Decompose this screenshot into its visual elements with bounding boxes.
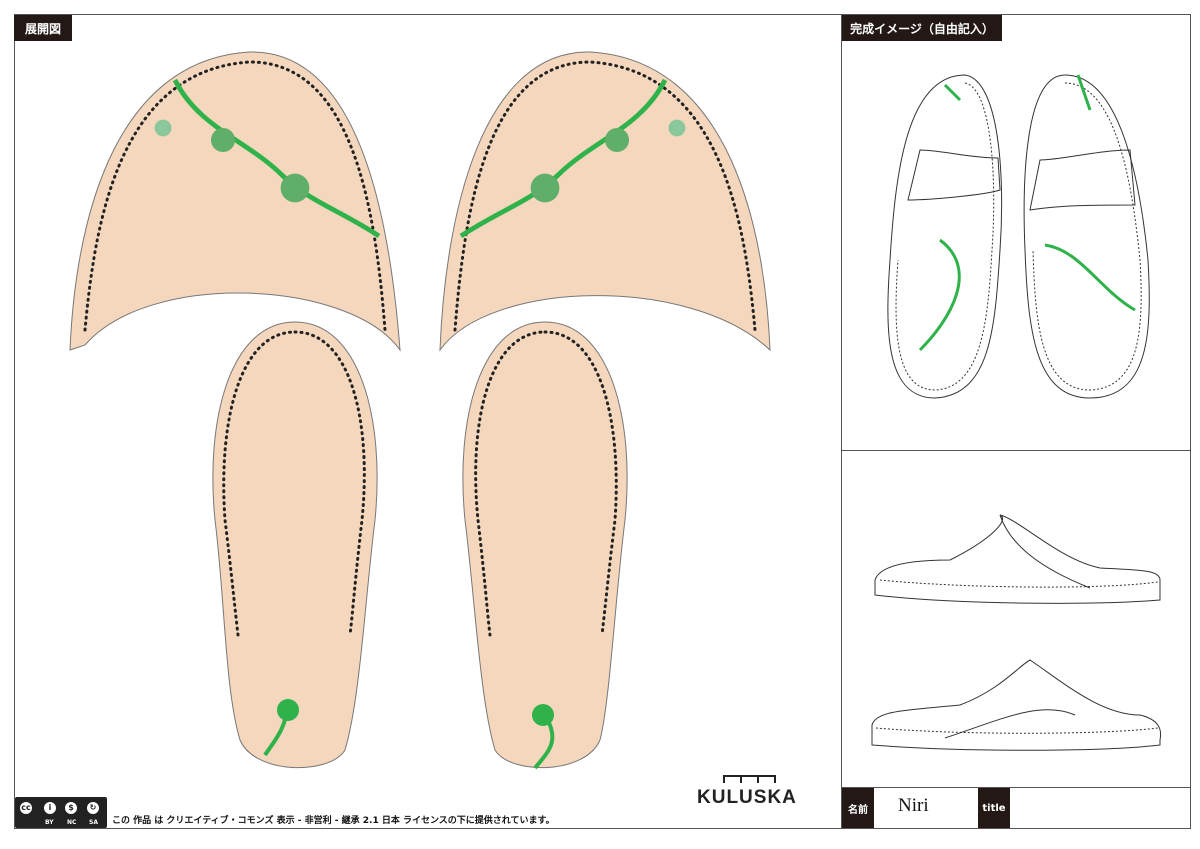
cc-by-label: BY [45, 819, 54, 826]
license-text: この 作品 は クリエイティブ・コモンズ 表示 - 非営利 - 継承 2.1 日… [112, 816, 555, 826]
upper-piece-left [69, 51, 401, 352]
pattern-panel-label: 展開図 [14, 15, 72, 41]
nc-icon: $ [63, 800, 79, 816]
name-label: 名前 [842, 788, 874, 828]
cc-nc-label: NC [67, 819, 77, 826]
by-icon: i [42, 800, 58, 816]
slipper-top-view-right [1023, 74, 1150, 399]
sa-icon: ↻ [85, 800, 101, 816]
name-row [841, 787, 1191, 829]
title-label: title [978, 788, 1010, 828]
creative-commons-badge[interactable]: cc i $ ↻ BY NC SA [15, 797, 107, 828]
finished-image-label: 完成イメージ（自由記入） [842, 15, 1002, 41]
cc-sa-label: SA [89, 819, 98, 826]
insole-right [462, 321, 628, 770]
slipper-side-view-1 [874, 514, 1161, 604]
name-value[interactable]: Niri [898, 795, 929, 816]
slipper-side-view-2 [871, 659, 1162, 751]
slipper-top-view-left [887, 74, 1003, 399]
title-value[interactable] [1012, 795, 1182, 821]
cc-icon: cc [18, 800, 34, 816]
upper-piece-right [439, 51, 771, 352]
insole-left [212, 321, 378, 769]
brand-logo: KULUSKA [697, 787, 797, 808]
